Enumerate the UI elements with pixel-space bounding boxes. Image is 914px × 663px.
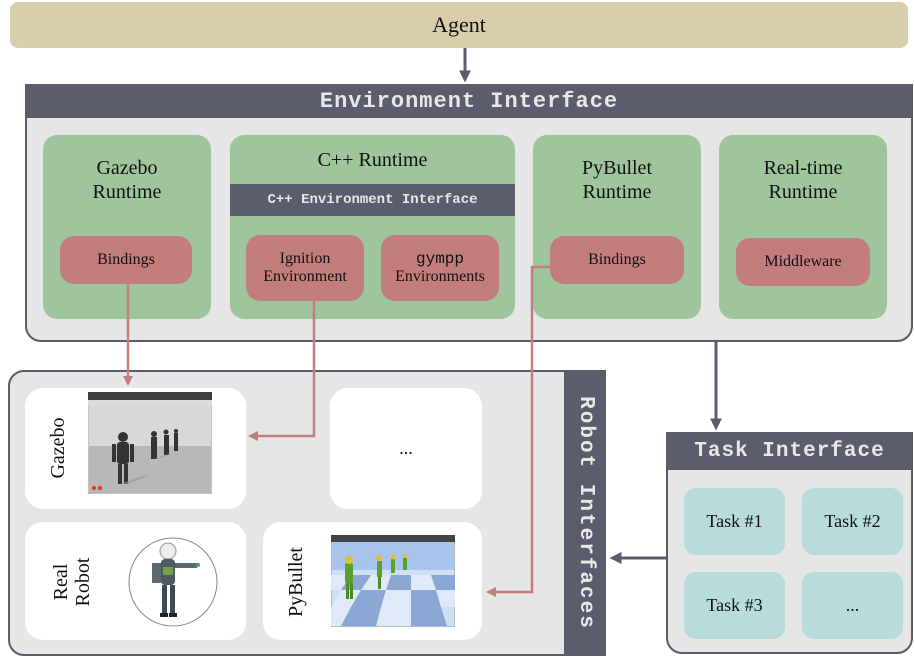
environment-interface-header: Environment Interface	[25, 84, 913, 118]
gazebo-runtime-title-line1: Gazebo	[96, 157, 158, 179]
realtime-runtime-title-line1: Real-time	[763, 157, 843, 179]
agent-box: Agent	[10, 2, 908, 48]
cpp-environment-interface-label: C++ Environment Interface	[267, 192, 478, 208]
pybullet-robot-label: PyBullet	[285, 547, 307, 618]
task-interface-title: Task Interface	[694, 439, 885, 463]
pybullet-runtime-title-line1: PyBullet	[581, 157, 652, 179]
pybullet-bindings-box: Bindings	[550, 236, 684, 284]
realtime-runtime-title-line2: Runtime	[768, 181, 838, 203]
cpp-runtime-title: C++ Runtime	[317, 149, 428, 171]
gympp-environments-line2: Environments	[395, 268, 485, 285]
more-robots-label: ...	[399, 438, 413, 458]
robot-interfaces-header	[564, 370, 606, 656]
realtime-runtime-box	[719, 135, 887, 319]
gazebo-robot-label: Gazebo	[47, 417, 69, 479]
task-3-label: Task #3	[706, 595, 763, 615]
pybullet-bindings-label: Bindings	[588, 251, 646, 268]
gazebo-bindings-box: Bindings	[60, 236, 192, 284]
pybullet-screenshot	[331, 535, 455, 627]
pybullet-runtime-box	[533, 135, 701, 319]
gazebo-runtime-title: Gazebo Runtime	[43, 156, 211, 204]
more-robots-card: ...	[330, 388, 482, 509]
task-1-box: Task #1	[684, 488, 785, 555]
gympp-environments-box: gympp Environments	[381, 235, 499, 301]
task-more-label: ...	[845, 595, 860, 615]
environment-interface-title: Environment Interface	[319, 88, 619, 114]
middleware-box: Middleware	[736, 238, 870, 286]
real-robot-label: Real Robot	[50, 532, 94, 632]
task-3-box: Task #3	[684, 572, 785, 639]
task-more-box: ...	[802, 572, 903, 639]
ignition-environment-box: Ignition Environment	[246, 235, 364, 301]
gazebo-bindings-label: Bindings	[97, 251, 155, 268]
real-robot-label-line1: Real	[50, 563, 72, 601]
ignition-environment-line1: Ignition	[279, 250, 331, 267]
gympp-environments-line1: gympp	[415, 250, 464, 268]
gazebo-runtime-title-line2: Runtime	[92, 181, 162, 203]
pybullet-runtime-title-line2: Runtime	[582, 181, 652, 203]
real-robot-photo	[128, 537, 218, 627]
task-1-label: Task #1	[706, 511, 763, 531]
real-robot-label-line2: Robot	[72, 557, 94, 607]
cpp-environment-interface-bar: C++ Environment Interface	[230, 184, 515, 216]
task-2-box: Task #2	[802, 488, 903, 555]
pybullet-runtime-title: PyBullet Runtime	[533, 156, 701, 204]
task-interface-header: Task Interface	[666, 432, 913, 470]
realtime-runtime-title: Real-time Runtime	[719, 156, 887, 204]
robot-interfaces-title: Robot Interfaces	[574, 396, 597, 630]
gazebo-screenshot	[88, 392, 212, 494]
ignition-environment-line2: Environment	[263, 268, 347, 285]
task-2-label: Task #2	[824, 511, 881, 531]
middleware-label: Middleware	[764, 253, 842, 270]
agent-label: Agent	[432, 12, 486, 37]
